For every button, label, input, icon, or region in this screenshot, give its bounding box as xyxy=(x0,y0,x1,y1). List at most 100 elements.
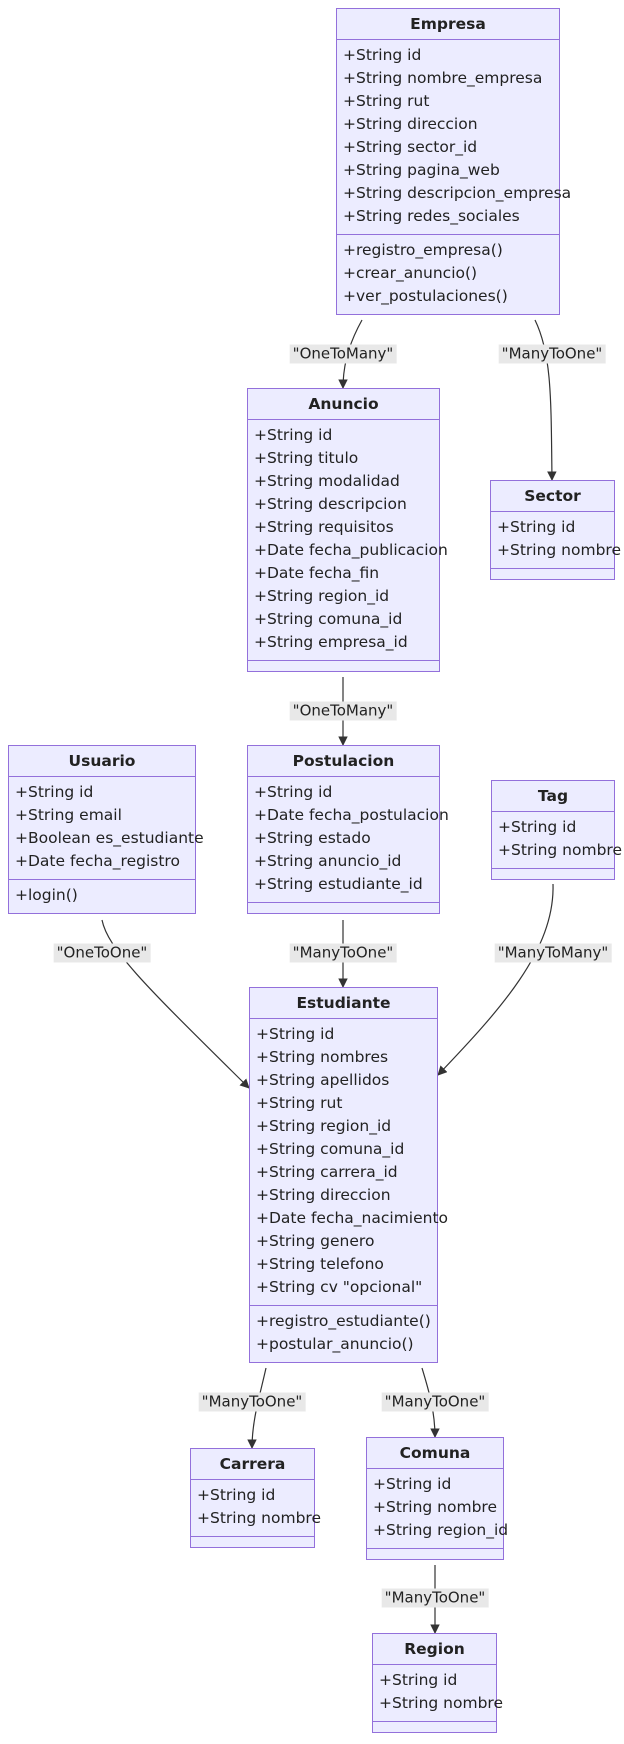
class-method: +ver_postulaciones() xyxy=(343,287,508,305)
class-region: Region +String id +String nombre xyxy=(372,1633,503,1733)
class-methods xyxy=(248,903,439,913)
class-carrera: Carrera+String id+String nombre xyxy=(190,1448,321,1548)
class-empresa: Empresa+String id+String nombre_empresa+… xyxy=(336,8,572,315)
class-attribute: +String anuncio_id xyxy=(254,852,402,870)
class-attributes: +String id+String email+Boolean es_estud… xyxy=(9,777,204,880)
class-name: Comuna xyxy=(367,1438,503,1469)
class-attribute: +String region_id xyxy=(373,1521,509,1539)
class-attribute: +String nombre_empresa xyxy=(343,69,543,87)
relation-usuario-estudiante xyxy=(101,919,250,1089)
relation-label: "ManyToOne" xyxy=(198,1392,306,1412)
class-anuncio: Anuncio+String id+String titulo+String m… xyxy=(247,388,448,672)
class-attribute: +Boolean es_estudiante xyxy=(15,829,204,847)
class-attribute: +String descripcion_empresa xyxy=(343,184,572,202)
relation-label: "OneToMany" xyxy=(289,344,397,364)
class-methods xyxy=(492,869,614,879)
class-method: +registro_empresa() xyxy=(343,241,503,259)
relation-label: "ManyToOne" xyxy=(381,1392,489,1412)
class-attribute: +String apellidos xyxy=(256,1071,390,1089)
class-attribute: +String id xyxy=(497,518,576,536)
class-method: +registro_estudiante() xyxy=(256,1312,431,1330)
class-attribute: +String rut xyxy=(343,92,430,110)
class-sector: Sector+String id+String nombre xyxy=(490,480,621,580)
relation-label: "ManyToOne" xyxy=(381,1588,489,1608)
class-methods xyxy=(248,661,439,671)
class-attribute: +Date fecha_fin xyxy=(254,564,380,582)
class-name: Empresa xyxy=(337,9,559,40)
class-attribute: +String requisitos xyxy=(254,518,394,536)
relation-label: "ManyToMany" xyxy=(494,943,612,963)
class-attribute: +String id xyxy=(254,783,333,801)
class-name: Estudiante xyxy=(250,988,437,1019)
class-attribute: +String estado xyxy=(254,829,371,847)
class-name: Region xyxy=(373,1634,496,1665)
class-attribute: +String nombre xyxy=(379,1694,503,1712)
class-attribute: +String estudiante_id xyxy=(254,875,423,893)
class-attribute: +Date fecha_publicacion xyxy=(254,541,448,559)
class-tag: Tag +String id +String nombre xyxy=(491,780,622,880)
class-attribute: +String direccion xyxy=(256,1186,391,1204)
class-attribute: +String sector_id xyxy=(343,138,478,156)
class-attribute: +String cv "opcional" xyxy=(256,1278,423,1296)
class-attributes: +String id +String nombre xyxy=(492,812,622,869)
relation-label: "OneToMany" xyxy=(289,701,397,721)
class-attribute: +String pagina_web xyxy=(343,161,500,179)
class-attributes: +String id+String nombre xyxy=(491,512,621,569)
class-attribute: +String carrera_id xyxy=(256,1163,398,1181)
class-attributes: +String id +String nombre_empresa +String … xyxy=(337,40,572,235)
class-name: Anuncio xyxy=(248,389,439,420)
class-name: Usuario xyxy=(9,746,195,777)
class-attribute: +String comuna_id xyxy=(254,610,403,628)
relation-label: "ManyToOne" xyxy=(498,344,606,364)
class-name: Sector xyxy=(491,481,614,512)
class-attribute: +String redes_sociales xyxy=(343,207,520,225)
class-attributes: +String id +String nombres +String apellid… xyxy=(250,1019,449,1306)
class-methods: +login() xyxy=(9,880,195,913)
class-attribute: +String empresa_id xyxy=(254,633,408,651)
class-name: Tag xyxy=(492,781,614,812)
class-attribute: +String modalidad xyxy=(254,472,400,490)
class-attributes: +String id +String nombre +String region_i… xyxy=(367,1469,509,1549)
class-methods xyxy=(373,1722,496,1732)
class-attribute: +String comuna_id xyxy=(256,1140,405,1158)
class-attributes: +String id+String nombre xyxy=(191,1480,321,1537)
class-postulacion: Postulacion +String id +Date fecha_postula… xyxy=(247,745,449,914)
relation-label: "OneToOne" xyxy=(53,943,151,963)
class-attribute: +String telefono xyxy=(256,1255,384,1273)
class-attribute: +String genero xyxy=(256,1232,375,1250)
class-attribute: +String nombre xyxy=(498,841,622,859)
class-attribute: +Date fecha_nacimiento xyxy=(256,1209,449,1227)
relation-label: "ManyToOne" xyxy=(289,943,397,963)
class-attribute: +Date fecha_postulacion xyxy=(254,806,449,824)
class-methods: +registro_estudiante() +postular_anuncio(… xyxy=(250,1306,437,1362)
class-methods xyxy=(367,1549,503,1559)
class-name: Postulacion xyxy=(248,746,439,777)
class-attribute: +String id xyxy=(373,1475,452,1493)
class-methods: +registro_empresa() +crear_anuncio() +ver_… xyxy=(337,235,559,314)
class-attribute: +String direccion xyxy=(343,115,478,133)
class-method: +crear_anuncio() xyxy=(343,264,478,282)
class-attribute: +String region_id xyxy=(254,587,390,605)
class-attribute: +String nombres xyxy=(256,1048,389,1066)
class-attribute: +String id xyxy=(379,1671,458,1689)
relation-tag-estudiante xyxy=(437,883,554,1076)
class-attribute: +String id xyxy=(498,818,577,836)
class-attribute: +String titulo xyxy=(254,449,359,467)
class-attribute: +String id xyxy=(197,1486,276,1504)
class-method: +login() xyxy=(15,886,78,904)
class-attribute: +Date fecha_registro xyxy=(15,852,180,870)
class-estudiante: Estudiante+String id+String nombres+Stri… xyxy=(249,987,449,1363)
class-attribute: +String id xyxy=(343,46,422,64)
class-attributes: +String id +String nombre xyxy=(373,1665,503,1722)
class-attributes: +String id+String titulo+String modalida… xyxy=(248,420,448,661)
class-attribute: +String id xyxy=(15,783,94,801)
class-method: +postular_anuncio() xyxy=(256,1335,414,1353)
class-attribute: +String nombre xyxy=(373,1498,497,1516)
class-attribute: +String id xyxy=(256,1025,335,1043)
class-usuario: Usuario+String id+String email+Boolean e… xyxy=(8,745,204,914)
class-attributes: +String id +Date fecha_postulacion +String… xyxy=(248,777,449,903)
class-attribute: +String descripcion xyxy=(254,495,407,513)
class-methods xyxy=(191,1537,314,1547)
class-name: Carrera xyxy=(191,1449,314,1480)
relation-empresa-sector xyxy=(534,319,557,481)
